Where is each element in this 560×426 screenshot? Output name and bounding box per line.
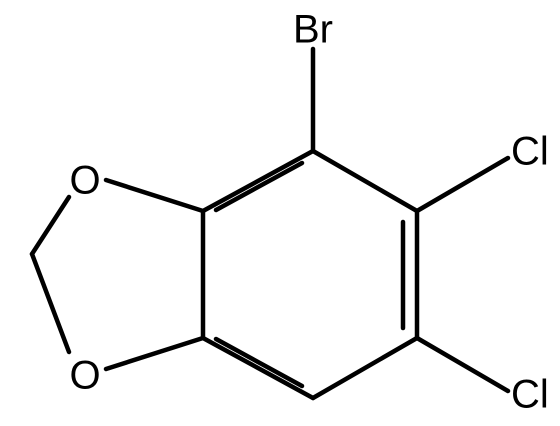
bond-c7a-o-bottom [103, 335, 206, 372]
atom-label-cl-bottom: Cl [511, 373, 549, 417]
bond-ch2-o-bottom [29, 251, 72, 355]
dioxole-ring [29, 177, 206, 372]
atom-label-o-bottom: O [69, 354, 100, 398]
atom-label-o-top: O [69, 159, 100, 203]
bond-c4-c5 [310, 148, 420, 214]
bond-c3a-o-top [103, 177, 206, 214]
bond-c5-cl [414, 155, 511, 214]
atom-label-cl-top: Cl [511, 130, 549, 174]
substituent-bonds [310, 46, 511, 394]
bond-o-top-ch2 [29, 194, 72, 257]
atom-labels: Br Cl Cl O O [69, 8, 548, 417]
bond-c3a-c4 [200, 148, 316, 214]
bond-c6-cl [414, 335, 511, 394]
bond-c7-c7a [200, 335, 316, 401]
benzene-ring [200, 148, 420, 401]
bond-c7-c7a-inner [213, 336, 305, 389]
bond-c6-c7 [310, 335, 420, 401]
bond-c3a-c4-inner [213, 160, 305, 213]
atom-label-br: Br [293, 8, 333, 52]
